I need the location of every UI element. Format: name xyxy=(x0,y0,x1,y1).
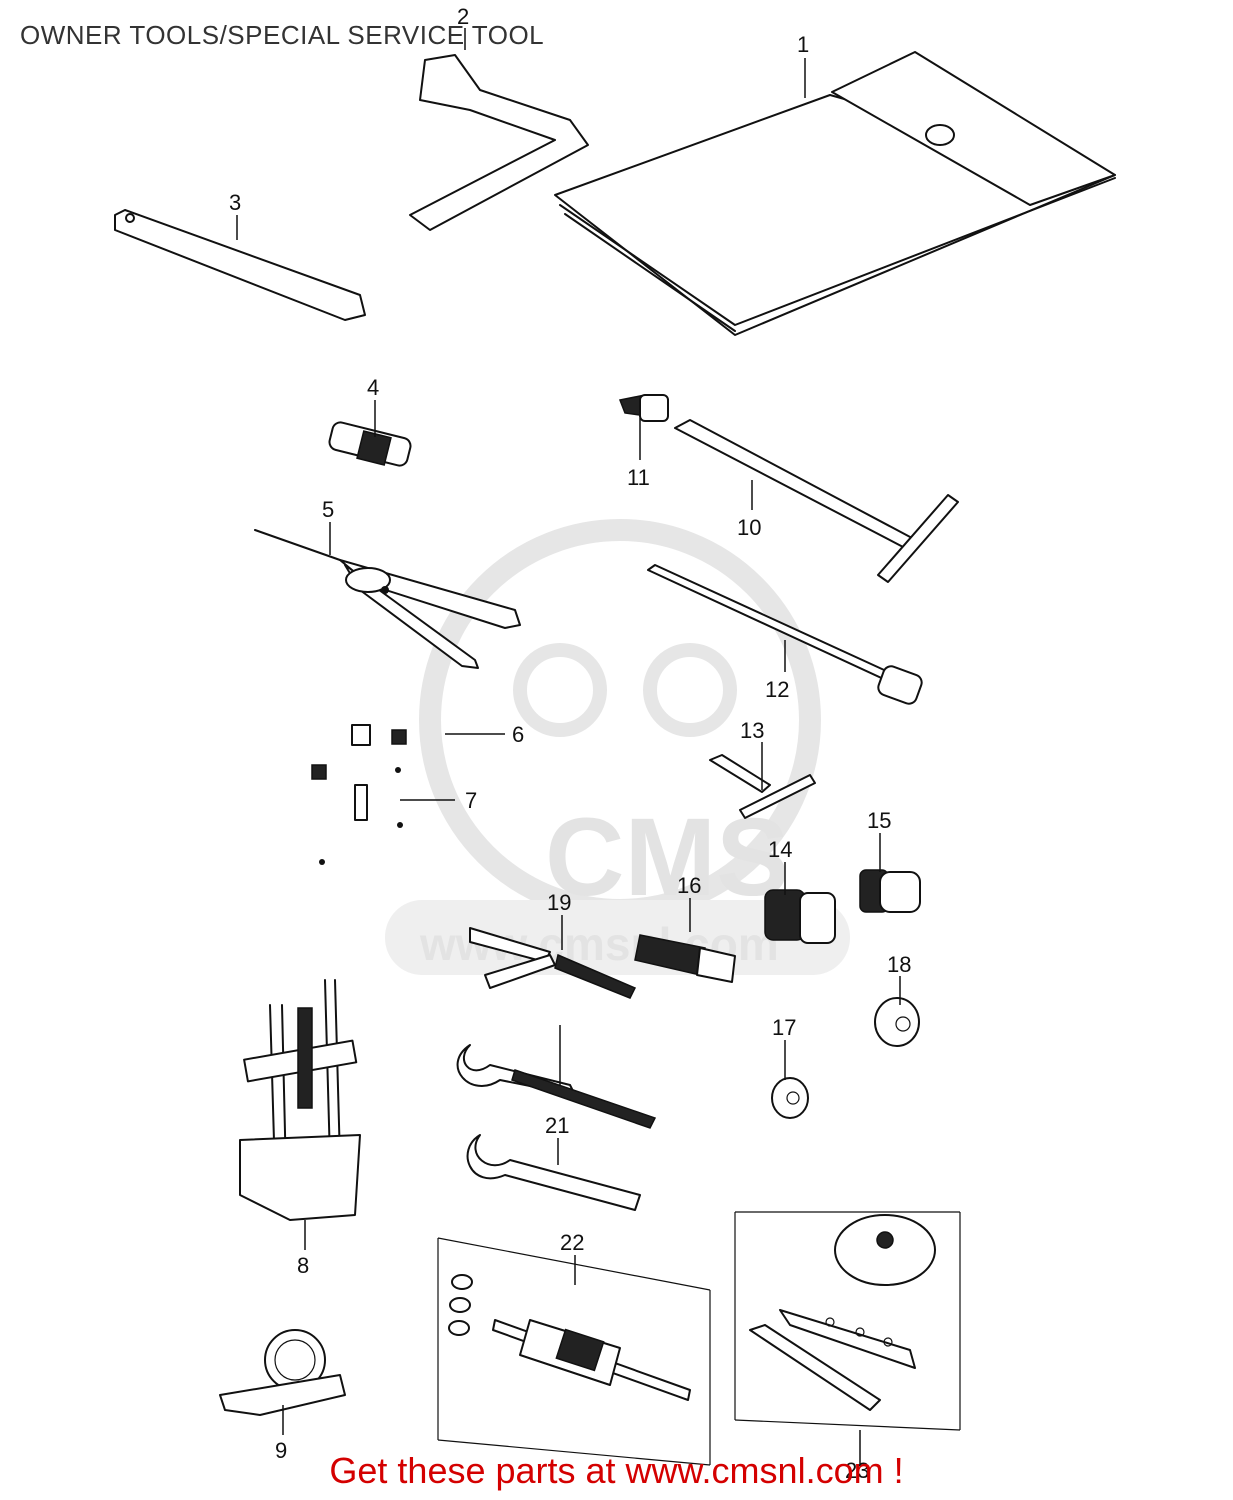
part-label-6: 6 xyxy=(512,722,524,747)
part-label-13: 13 xyxy=(740,718,764,743)
part-label-3: 3 xyxy=(229,190,241,215)
collars-drawing xyxy=(771,997,920,1119)
bearing-driver-drawing xyxy=(437,1237,711,1466)
t-handle-drawing xyxy=(674,419,959,583)
part-label-1: 1 xyxy=(797,32,809,57)
small-parts-drawing xyxy=(311,724,407,865)
adjuster-drawing xyxy=(469,927,637,999)
extension-bar-drawing xyxy=(647,564,923,705)
part-label-12: 12 xyxy=(765,677,789,702)
part-label-14: 14 xyxy=(768,837,792,862)
part-label-18: 18 xyxy=(887,952,911,977)
spanners-drawing xyxy=(456,1044,657,1211)
part-label-7: 7 xyxy=(465,788,477,813)
part-label-4: 4 xyxy=(367,375,379,400)
tool-bag-drawing xyxy=(554,51,1116,336)
handle-drawing xyxy=(409,54,589,231)
page-title: OWNER TOOLS/SPECIAL SERVICE TOOL xyxy=(20,20,545,50)
part-label-15: 15 xyxy=(867,808,891,833)
part-label-21: 21 xyxy=(545,1113,569,1138)
leader-lines xyxy=(236,28,901,1465)
dial-gauge-drawing xyxy=(219,1329,346,1416)
plug-socket-drawing xyxy=(328,421,412,467)
promo-banner[interactable]: Get these parts at www.cmsnl.com ! xyxy=(329,1450,904,1491)
part-label-23: 23 xyxy=(845,1458,869,1483)
part-label-8: 8 xyxy=(297,1253,309,1278)
part-label-2: 2 xyxy=(457,4,469,29)
part-label-10: 10 xyxy=(737,515,761,540)
part-label-22: 22 xyxy=(560,1230,584,1255)
socket-drawing xyxy=(618,394,669,422)
wrench-drawing xyxy=(114,209,366,321)
pliers-drawing xyxy=(254,529,521,669)
part-label-11: 11 xyxy=(627,465,650,490)
part-label-5: 5 xyxy=(322,497,334,522)
small-t-tool-drawing xyxy=(709,754,816,819)
part-label-16: 16 xyxy=(677,873,701,898)
gear-holder-drawing xyxy=(734,1211,961,1431)
drivers-drawing xyxy=(634,869,921,983)
part-label-17: 17 xyxy=(772,1015,796,1040)
part-label-9: 9 xyxy=(275,1438,287,1463)
puller-drawing xyxy=(239,979,361,1221)
part-label-19: 19 xyxy=(547,890,571,915)
